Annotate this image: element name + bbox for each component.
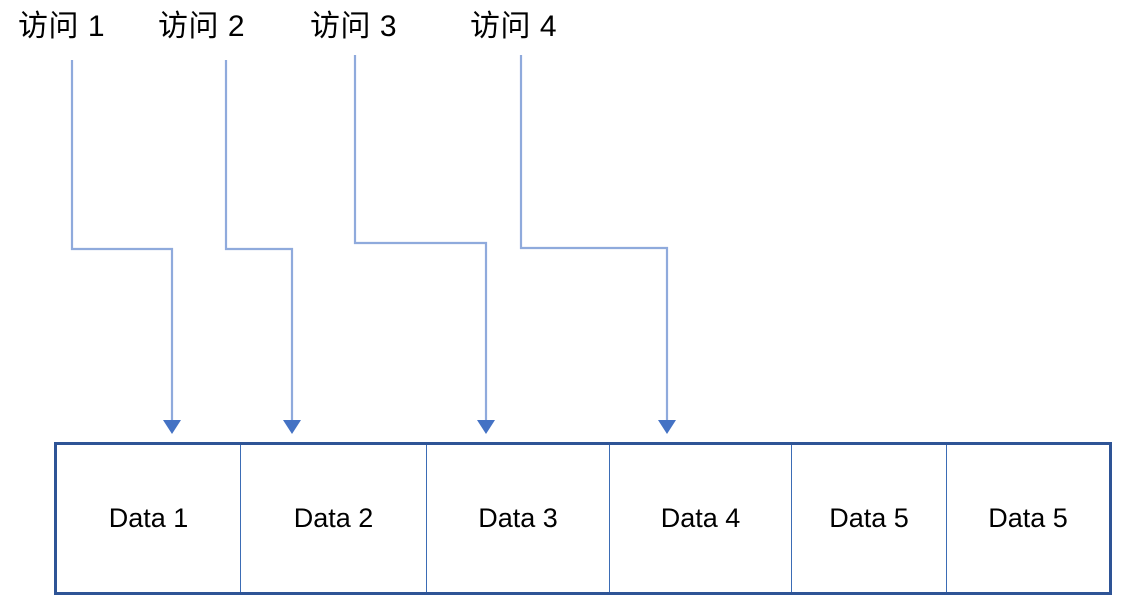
memory-table: Data 1 Data 2 Data 3 Data 4 Data 5 Data … — [54, 442, 1112, 595]
access-label-3: 访问 3 — [310, 10, 398, 43]
connector-access-2 — [224, 60, 301, 434]
arrowhead-icon-4 — [658, 420, 676, 434]
memory-cell-5[interactable]: Data 5 — [792, 445, 947, 592]
connector-access-3 — [353, 55, 495, 434]
memory-cell-1[interactable]: Data 1 — [57, 445, 241, 592]
memory-cell-6[interactable]: Data 5 — [947, 445, 1109, 592]
memory-cell-2[interactable]: Data 2 — [241, 445, 427, 592]
arrowhead-icon-2 — [283, 420, 301, 434]
connector-access-1 — [70, 60, 181, 434]
connector-access-4 — [519, 55, 676, 434]
memory-cell-4[interactable]: Data 4 — [610, 445, 792, 592]
arrowhead-icon-1 — [163, 420, 181, 434]
access-label-1: 访问 1 — [18, 10, 106, 43]
access-label-2: 访问 2 — [158, 10, 246, 43]
access-label-4: 访问 4 — [470, 10, 558, 43]
memory-cell-3[interactable]: Data 3 — [427, 445, 610, 592]
arrowhead-icon-3 — [477, 420, 495, 434]
